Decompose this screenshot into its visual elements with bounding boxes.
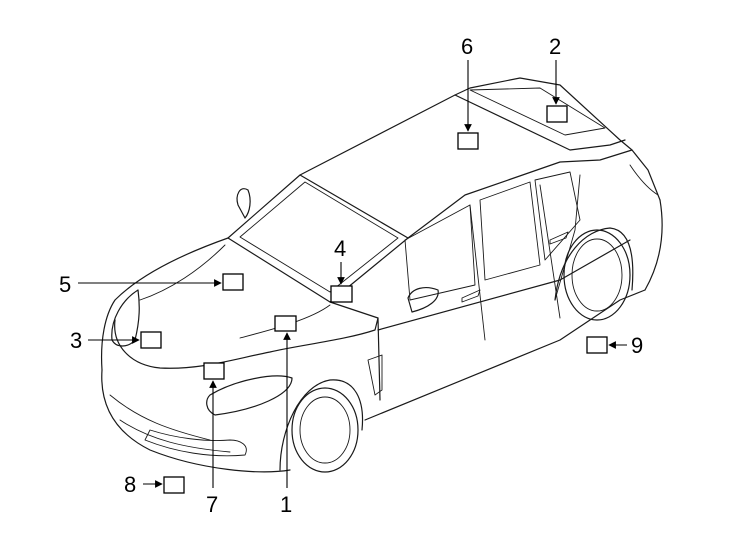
label-box-2 <box>546 105 568 123</box>
callout-number-3: 3 <box>70 328 82 353</box>
label-box-9 <box>586 336 608 354</box>
label-box-7 <box>203 362 225 380</box>
car-outline <box>100 77 663 473</box>
callout-number-9: 9 <box>631 333 643 358</box>
label-box-3 <box>140 331 162 349</box>
callout-number-7: 7 <box>206 492 218 517</box>
label-box-4 <box>330 285 353 303</box>
label-box-1 <box>274 315 297 332</box>
label-box-8 <box>163 476 185 494</box>
callout-number-6: 6 <box>461 34 473 59</box>
callout-number-1: 1 <box>280 492 292 517</box>
callout-number-2: 2 <box>549 34 561 59</box>
callout-number-8: 8 <box>124 472 136 497</box>
label-box-6 <box>457 132 479 150</box>
label-box-5 <box>222 273 244 291</box>
callout-number-4: 4 <box>334 236 346 261</box>
callout-number-5: 5 <box>59 272 71 297</box>
